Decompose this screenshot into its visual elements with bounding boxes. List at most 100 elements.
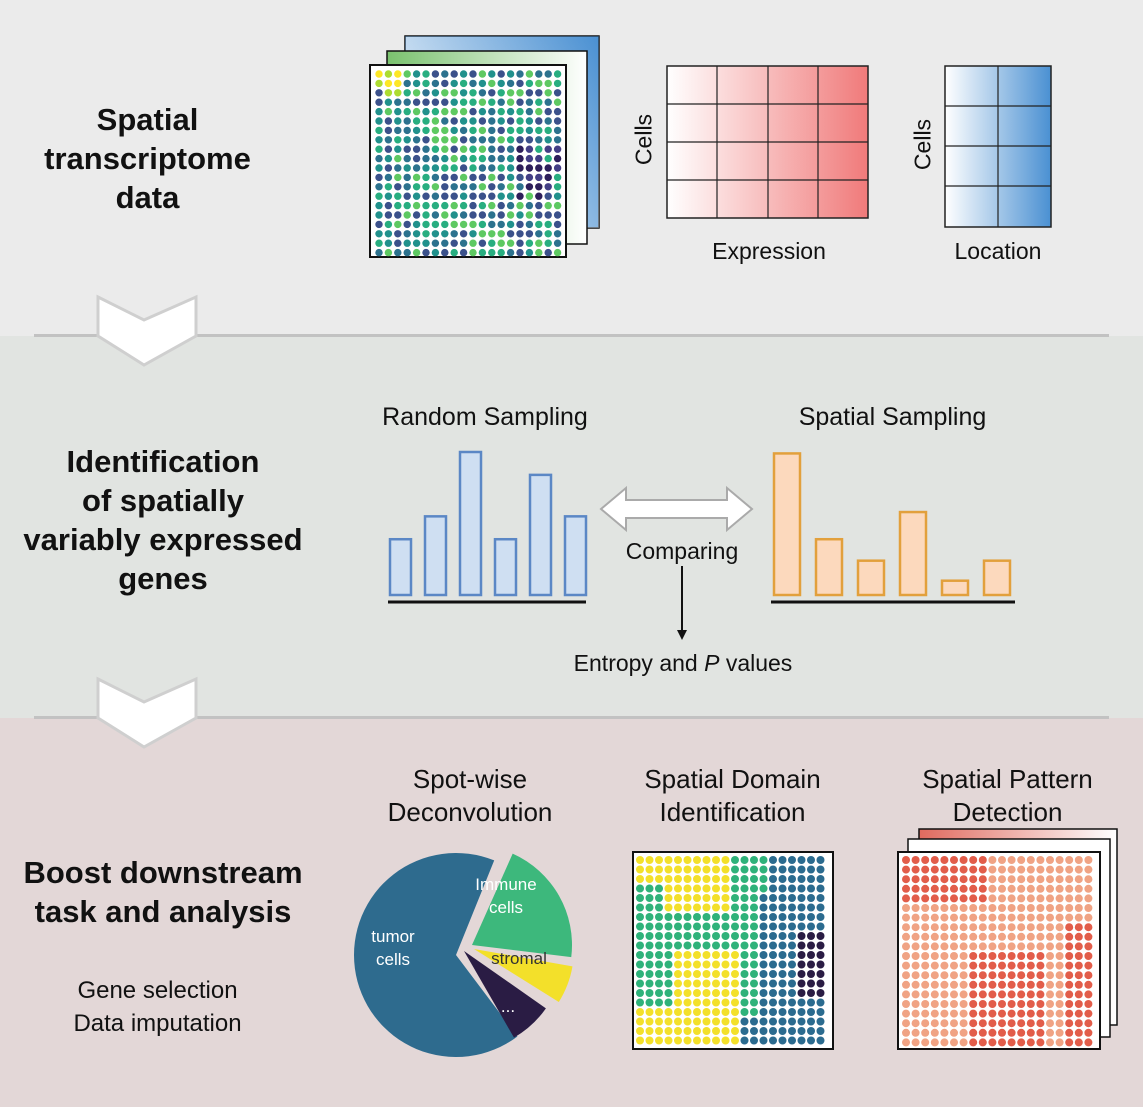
spot (525, 192, 534, 200)
spot (441, 98, 449, 106)
histogram-bar (898, 510, 928, 597)
spot (403, 70, 411, 78)
spot (816, 1027, 825, 1035)
spot (459, 136, 468, 144)
spot (394, 145, 402, 153)
spot (655, 932, 663, 940)
spot (978, 961, 987, 970)
spot (731, 932, 739, 940)
spot (950, 865, 958, 874)
spot (516, 98, 524, 106)
spot (693, 894, 701, 902)
spot (469, 117, 477, 125)
spot (930, 980, 939, 989)
spot (950, 1038, 958, 1047)
spot (469, 136, 477, 144)
spot (664, 1036, 673, 1045)
spot (778, 1027, 787, 1035)
spot (1007, 980, 1016, 989)
spot (702, 960, 711, 969)
spot (412, 192, 421, 200)
spot (969, 952, 978, 960)
spot (431, 183, 440, 191)
spot (1074, 1009, 1083, 1018)
spot (636, 970, 644, 978)
spot (506, 248, 515, 257)
location-matrix (944, 65, 1052, 228)
spot (1046, 942, 1054, 951)
spot (516, 220, 524, 229)
spot (645, 922, 654, 931)
spot (664, 875, 673, 883)
spot (525, 201, 534, 210)
spot (422, 145, 430, 153)
spot (712, 894, 720, 902)
spot (1046, 980, 1054, 989)
spot (759, 875, 768, 883)
spot (1074, 1038, 1083, 1047)
spot (412, 89, 421, 97)
spot (740, 875, 749, 883)
spot (478, 79, 487, 88)
expression-axis-label: Cells (630, 113, 657, 166)
title-line: Spatial Pattern (922, 764, 1093, 794)
spot (384, 136, 393, 144)
spot (769, 932, 777, 940)
spatial-pattern-stack (897, 828, 1118, 1050)
spot (902, 923, 910, 932)
spot (902, 856, 910, 864)
spot (750, 1008, 758, 1016)
spot (375, 173, 383, 182)
spot (478, 220, 487, 229)
spot (902, 875, 910, 884)
spot (544, 248, 552, 257)
spot (1036, 1028, 1045, 1037)
spot (1036, 865, 1045, 874)
location-caption: Location (954, 238, 1042, 264)
spot (930, 932, 939, 941)
spot (721, 884, 730, 893)
random-sampling-histogram (388, 450, 588, 604)
spot (693, 1008, 701, 1016)
spot (911, 990, 920, 999)
spot (441, 211, 449, 219)
spot (394, 183, 402, 191)
spot (394, 164, 402, 172)
spot (702, 979, 711, 988)
spot (978, 942, 987, 951)
spot (712, 856, 720, 864)
spot (683, 932, 692, 940)
spot (911, 913, 920, 922)
spot (816, 960, 825, 969)
spot (1074, 1000, 1083, 1008)
spot (422, 89, 430, 97)
spot (1065, 1028, 1074, 1037)
downstream-extras: Gene selection Data imputation (30, 974, 285, 1040)
spot (645, 989, 654, 997)
spot (769, 894, 777, 902)
spot (750, 922, 758, 931)
spot (441, 173, 449, 182)
spot (988, 1028, 997, 1037)
spot (636, 941, 644, 950)
spot (544, 70, 552, 78)
spot (740, 1017, 749, 1026)
comparing-label: Comparing (625, 538, 739, 564)
spot (940, 1038, 949, 1047)
spot (797, 922, 806, 931)
spot (506, 192, 515, 200)
spot (969, 971, 978, 980)
title-line: Spatial (96, 102, 199, 137)
spot (478, 136, 487, 144)
spot (1017, 884, 1026, 893)
spot (488, 230, 496, 238)
spot (921, 1000, 930, 1008)
spot (664, 960, 673, 969)
spot (394, 136, 402, 144)
spot (403, 173, 411, 182)
spot (535, 145, 543, 153)
spot (1036, 1000, 1045, 1008)
spot (778, 856, 787, 864)
spot (488, 220, 496, 229)
spot (1055, 1038, 1064, 1047)
